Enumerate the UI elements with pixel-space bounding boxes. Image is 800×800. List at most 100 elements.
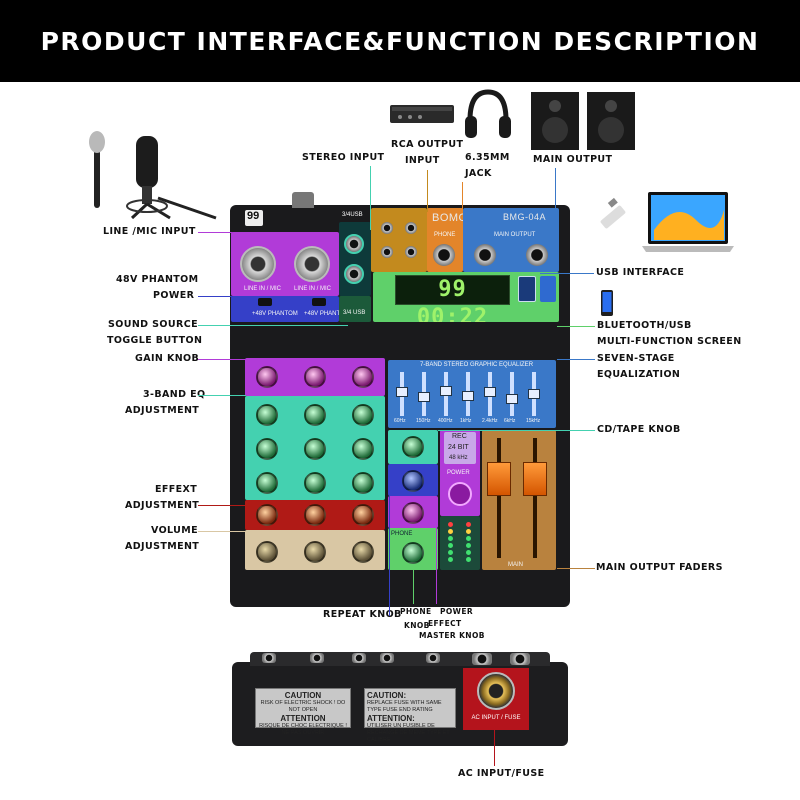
meter-led bbox=[448, 522, 453, 527]
label-phantom-2: POWER bbox=[153, 290, 195, 301]
rca-jack-4[interactable] bbox=[405, 246, 417, 258]
main-fader-right[interactable] bbox=[523, 462, 547, 497]
badge-99 bbox=[245, 210, 263, 226]
fader-rail-left bbox=[497, 438, 501, 558]
caution-1-title: CAUTION bbox=[284, 691, 322, 700]
amplifier-picture bbox=[390, 105, 454, 123]
usb-switch-label: 3/4 USB bbox=[343, 310, 366, 316]
line-phone bbox=[413, 566, 414, 604]
eq-high-knob-2[interactable] bbox=[304, 404, 326, 426]
effect-master-knob[interactable] bbox=[402, 502, 424, 524]
meter-led bbox=[448, 529, 453, 534]
page-title: PRODUCT INTERFACE&FUNCTION DESCRIPTION bbox=[40, 27, 760, 56]
stereo-jack-2[interactable] bbox=[344, 264, 364, 284]
phantom-switch-1[interactable] bbox=[258, 298, 272, 306]
line-ac bbox=[494, 730, 495, 766]
usb-port[interactable] bbox=[518, 276, 536, 302]
label-bt-usb-1: BLUETOOTH/USB bbox=[597, 320, 692, 331]
volume-knob-1[interactable] bbox=[256, 541, 278, 563]
attention-2-body: UTILISER UN FUSIBLE DE RECHANGE DE MEME … bbox=[367, 723, 450, 743]
effect-knob-3[interactable] bbox=[352, 504, 374, 526]
phone-jack[interactable] bbox=[433, 244, 455, 266]
gain-knob-3[interactable] bbox=[352, 366, 374, 388]
power-button[interactable] bbox=[448, 482, 472, 506]
eq-high-knob-1[interactable] bbox=[256, 404, 278, 426]
line-rca bbox=[427, 170, 428, 212]
line-in-label-1: LINE IN / MIC bbox=[244, 286, 282, 292]
label-ac-input: AC INPUT/FUSE bbox=[458, 768, 545, 779]
eq-slider-1[interactable] bbox=[396, 387, 408, 398]
back-knob-6 bbox=[472, 653, 492, 665]
xlr-input-2[interactable] bbox=[294, 246, 330, 282]
label-rca-2: INPUT bbox=[405, 155, 440, 166]
power-label: POWER bbox=[447, 470, 470, 476]
rca-jack-3[interactable] bbox=[381, 246, 393, 258]
eq-high-knob-3[interactable] bbox=[352, 404, 374, 426]
label-phone-2: KNOB bbox=[404, 621, 430, 630]
effect-knob-2[interactable] bbox=[304, 504, 326, 526]
label-power-1: POWER bbox=[440, 607, 474, 616]
speakers-picture bbox=[531, 92, 635, 150]
line-eq3 bbox=[198, 395, 246, 396]
eq-slider-7[interactable] bbox=[528, 389, 540, 399]
eq-low-knob-1[interactable] bbox=[256, 472, 278, 494]
badge-99-text: 99 bbox=[247, 210, 260, 222]
main-out-jack-left[interactable] bbox=[474, 244, 496, 266]
back-top-strip bbox=[250, 652, 550, 666]
back-knob-3 bbox=[352, 653, 366, 663]
laptop-and-usb-picture bbox=[600, 192, 734, 252]
label-usb-interface: USB INTERFACE bbox=[596, 267, 685, 278]
eq-slider-3[interactable] bbox=[440, 385, 452, 396]
line-gain bbox=[198, 359, 246, 360]
rca-jack-2[interactable] bbox=[405, 222, 417, 234]
level-meter-zone bbox=[440, 516, 480, 570]
main-fader-left[interactable] bbox=[487, 462, 511, 497]
label-sound-source-2: TOGGLE BUTTON bbox=[107, 335, 203, 346]
eq-slider-6[interactable] bbox=[506, 394, 518, 405]
effect-knob-1[interactable] bbox=[256, 504, 278, 526]
gain-knob-2[interactable] bbox=[304, 366, 326, 388]
ac-input-text: AC INPUT / FUSE bbox=[471, 715, 521, 721]
line-volume bbox=[198, 531, 246, 532]
volume-knob-2[interactable] bbox=[304, 541, 326, 563]
line-seven-stage bbox=[557, 359, 595, 360]
label-sound-source-1: SOUND SOURCE bbox=[108, 319, 198, 330]
eq-mid-knob-1[interactable] bbox=[256, 438, 278, 460]
label-stereo-input: STEREO INPUT bbox=[302, 152, 385, 163]
label-volume-2: ADJUSTMENT bbox=[125, 541, 200, 552]
eq-slider-2[interactable] bbox=[418, 392, 430, 403]
gain-knob-1[interactable] bbox=[256, 366, 278, 388]
line-effext bbox=[198, 505, 246, 506]
page-header: PRODUCT INTERFACE&FUNCTION DESCRIPTION bbox=[0, 0, 800, 82]
bluetooth-module[interactable] bbox=[540, 276, 556, 302]
label-eq3-2: ADJUSTMENT bbox=[125, 405, 200, 416]
eq-slider-4[interactable] bbox=[462, 390, 474, 401]
eq-mid-knob-3[interactable] bbox=[352, 438, 374, 460]
eq-slider-5[interactable] bbox=[484, 387, 496, 398]
xlr-input-1[interactable] bbox=[240, 246, 276, 282]
phone-knob[interactable] bbox=[402, 542, 424, 564]
back-knob-5 bbox=[426, 653, 440, 663]
attention-2-title: ATTENTION: bbox=[367, 714, 415, 723]
main-out-jack-right[interactable] bbox=[526, 244, 548, 266]
cd-tape-knob[interactable] bbox=[402, 436, 424, 458]
repeat-knob[interactable] bbox=[402, 470, 424, 492]
rec-label: REC bbox=[452, 433, 467, 440]
meter-led bbox=[466, 522, 471, 527]
stereo-jack-1[interactable] bbox=[344, 234, 364, 254]
phantom-switch-2[interactable] bbox=[312, 298, 326, 306]
eq-freq-label: 60Hz bbox=[394, 418, 406, 424]
label-line-mic: LINE /MIC INPUT bbox=[103, 226, 196, 237]
eq-mid-knob-2[interactable] bbox=[304, 438, 326, 460]
eq-freq-label: 400Hz bbox=[438, 418, 453, 424]
rca-jack-1[interactable] bbox=[381, 222, 393, 234]
volume-knob-3[interactable] bbox=[352, 541, 374, 563]
eq-freq-label: 6kHz bbox=[504, 418, 516, 424]
ac-input-socket[interactable] bbox=[477, 672, 515, 710]
label-power-2: EFFECT bbox=[428, 619, 462, 628]
rec-display bbox=[444, 432, 476, 464]
eq-low-knob-3[interactable] bbox=[352, 472, 374, 494]
eq-low-knob-2[interactable] bbox=[304, 472, 326, 494]
back-knob-1 bbox=[262, 653, 276, 663]
phone-output-label: PHONE bbox=[434, 232, 456, 238]
